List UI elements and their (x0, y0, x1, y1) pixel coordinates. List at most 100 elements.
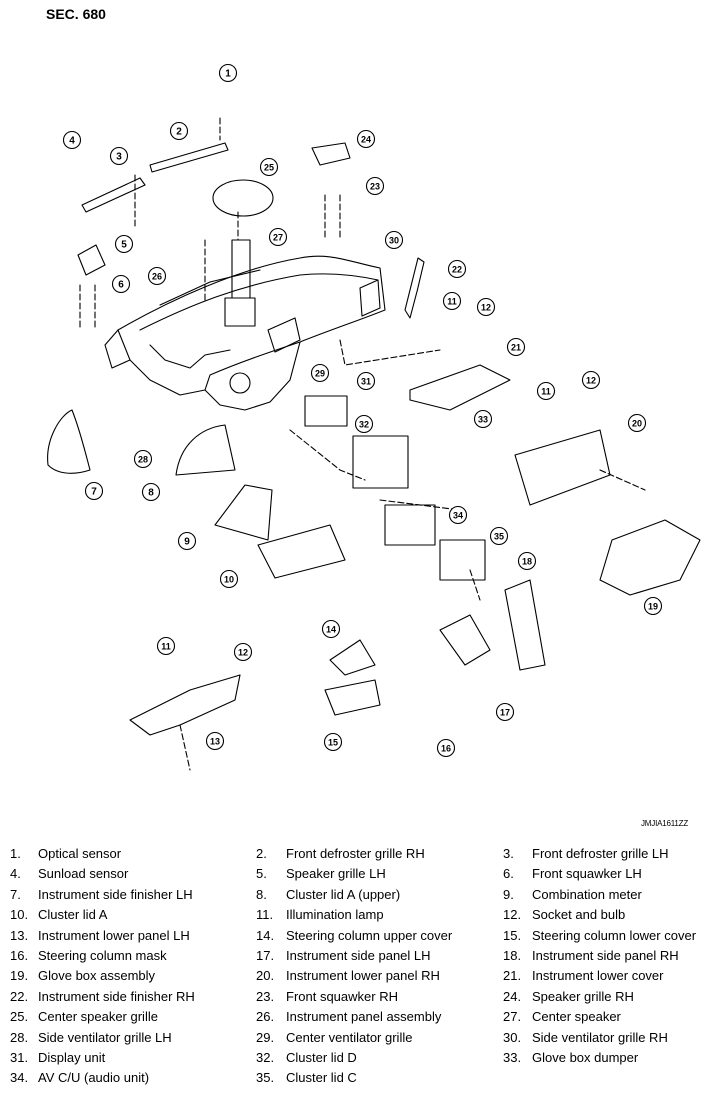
callout-13: 13 (205, 731, 225, 751)
legend-item-name: Steering column upper cover (286, 927, 453, 943)
callout-number: 13 (210, 737, 220, 747)
legend-item-name: Cluster lid A (38, 907, 108, 923)
callout-12: 12 (476, 297, 496, 317)
legend-item-number: 21. (503, 968, 522, 984)
legend-row: 34.AV C/U (audio unit)35.Cluster lid C (0, 1070, 713, 1090)
callout-number: 25 (264, 163, 274, 173)
legend-item-name: Front defroster grille LH (532, 846, 669, 861)
callout-number: 29 (315, 369, 325, 379)
legend-item-number: 33. (503, 1049, 522, 1065)
legend-item-number: 1. (10, 846, 21, 861)
callout-number: 16 (441, 744, 451, 754)
callout-8: 8 (141, 482, 161, 502)
callout-number: 33 (478, 415, 488, 425)
legend-item-name: Optical sensor (38, 846, 122, 861)
callout-number: 7 (91, 487, 97, 498)
callout-number: 12 (586, 376, 596, 386)
legend-item-name: Speaker grille RH (532, 988, 634, 1004)
legend-item-number: 11. (256, 907, 274, 923)
callout-number: 19 (648, 602, 658, 612)
callout-number: 31 (361, 377, 371, 387)
legend-item-number: 10. (10, 907, 29, 923)
legend-item-number: 3. (503, 846, 514, 861)
legend-item-number: 16. (10, 947, 29, 963)
callout-28: 28 (133, 449, 153, 469)
legend-item-number: 25. (10, 1009, 29, 1025)
legend-item-name: Front defroster grille RH (286, 846, 425, 861)
legend-item-number: 20. (256, 968, 275, 984)
callout-number: 11 (541, 387, 551, 397)
callout-11: 11 (156, 636, 176, 656)
legend-item-number: 19. (10, 968, 29, 984)
legend-item-name: Front squawker RH (286, 988, 398, 1004)
legend-item-name: Sunload sensor (38, 866, 129, 882)
legend-item-name: Center speaker grille (38, 1009, 158, 1025)
callout-5: 5 (114, 234, 134, 254)
callout-number: 1 (225, 69, 231, 80)
callout-25: 25 (259, 157, 279, 177)
callout-17: 17 (495, 702, 515, 722)
callout-number: 27 (273, 233, 283, 243)
callout-number: 28 (138, 455, 148, 465)
callout-number: 12 (238, 648, 248, 658)
legend-item-name: Display unit (38, 1049, 106, 1065)
legend-item-number: 4. (10, 866, 21, 882)
callout-23: 23 (365, 176, 385, 196)
callout-number: 35 (494, 532, 504, 542)
callout-22: 22 (447, 259, 467, 279)
callout-32: 32 (354, 414, 374, 434)
callout-11: 11 (442, 291, 462, 311)
callout-number: 9 (184, 537, 190, 548)
callout-number: 17 (500, 708, 510, 718)
callout-number: 14 (326, 625, 336, 635)
legend-item-number: 30. (503, 1029, 522, 1045)
callout-number: 11 (447, 297, 457, 307)
legend-row: 1. Optical sensor 2. Front defroster grille… (0, 846, 713, 866)
legend-item-number: 23. (256, 988, 275, 1004)
legend-item-number: 6. (503, 866, 514, 882)
callout-35: 35 (489, 526, 509, 546)
callout-2: 2 (169, 121, 189, 141)
legend-item-name: Cluster lid C (286, 1070, 357, 1086)
callout-15: 15 (323, 732, 343, 752)
legend-item-name: Instrument side panel RH (532, 947, 679, 963)
callout-number: 5 (121, 240, 127, 251)
callout-24: 24 (356, 129, 376, 149)
legend-item-number: 26. (256, 1009, 275, 1025)
callout-26: 26 (147, 266, 167, 286)
legend-item-name: Combination meter (532, 886, 642, 902)
callout-number: 18 (522, 557, 532, 567)
legend-item-number: 22. (10, 988, 29, 1004)
callout-21: 21 (506, 337, 526, 357)
callout-number: 11 (161, 642, 171, 652)
legend-item-name: Side ventilator grille LH (38, 1029, 172, 1045)
callout-number: 8 (148, 488, 154, 499)
legend-item-name: Steering column mask (38, 947, 167, 963)
legend-item-number: 5. (256, 866, 267, 882)
instrument-panel-outline (117, 255, 386, 396)
legend-item-name: Center ventilator grille (286, 1029, 413, 1045)
legend-item-number: 18. (503, 947, 522, 963)
callout-number: 34 (453, 511, 463, 521)
callout-number: 21 (511, 343, 521, 353)
callout-6: 6 (111, 274, 131, 294)
legend-item-name: Center speaker (532, 1009, 621, 1025)
callout-number: 3 (116, 152, 122, 163)
legend-item-number: 2. (256, 846, 267, 861)
legend-item-number: 9. (503, 886, 514, 902)
callout-7: 7 (84, 481, 104, 501)
legend-item-number: 35. (256, 1070, 275, 1086)
legend-item-name: Instrument side finisher RH (38, 988, 195, 1004)
callout-34: 34 (448, 505, 468, 525)
callout-4: 4 (62, 130, 82, 150)
legend-item-name: Glove box dumper (532, 1049, 639, 1065)
callout-29: 29 (310, 363, 330, 383)
legend-item-number: 13. (10, 927, 29, 943)
